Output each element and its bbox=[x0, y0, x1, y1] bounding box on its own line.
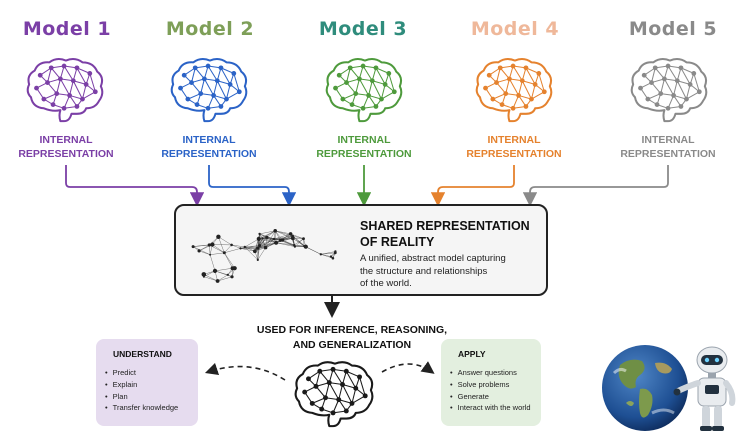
arrow-model-1 bbox=[65, 165, 205, 207]
usage-heading: USED FOR INFERENCE, REASONING, AND GENER… bbox=[256, 324, 448, 351]
shared-representation-title: SHARED REPRESENTATION OF REALITY bbox=[360, 219, 530, 249]
arrow-to-understand bbox=[204, 362, 286, 381]
robot-icon bbox=[673, 346, 736, 431]
arrow-model-4 bbox=[430, 165, 515, 207]
brain-network-icon bbox=[290, 358, 378, 428]
list-item: Solve problems bbox=[450, 379, 531, 391]
shared-representation-description: A unified, abstract model capturing the … bbox=[360, 253, 506, 289]
list-item: Plan bbox=[105, 391, 178, 403]
model-1-title: Model 1 bbox=[22, 18, 112, 40]
earth-globe-icon bbox=[602, 345, 688, 431]
apply-panel: APPLY Answer questions Solve problems Ge… bbox=[441, 339, 541, 426]
list-item: Interact with the world bbox=[450, 402, 531, 414]
list-item: Predict bbox=[105, 367, 178, 379]
list-item: Explain bbox=[105, 379, 178, 391]
model-4-title: Model 4 bbox=[470, 18, 560, 40]
model-5-title: Model 5 bbox=[628, 18, 718, 40]
apply-title: APPLY bbox=[458, 349, 486, 359]
brain-network-icon bbox=[319, 55, 409, 123]
list-item: Transfer knowledge bbox=[105, 402, 179, 414]
brain-network-icon bbox=[469, 55, 559, 123]
understand-list: Predict Explain Plan Transfer knowledge bbox=[105, 367, 179, 414]
arrow-to-apply bbox=[381, 361, 435, 374]
abstract-network-graphic bbox=[191, 229, 337, 283]
arrow-model-5 bbox=[522, 165, 669, 207]
brain-network-icon bbox=[164, 55, 254, 123]
arrow-model-2 bbox=[208, 165, 297, 207]
brain-network-icon bbox=[20, 55, 110, 123]
model-3-title: Model 3 bbox=[318, 18, 408, 40]
list-item: Answer questions bbox=[450, 367, 531, 379]
shared-representation-box: SHARED REPRESENTATION OF REALITY A unifi… bbox=[174, 204, 548, 296]
apply-list: Answer questions Solve problems Generate… bbox=[450, 367, 531, 414]
brain-network-icon bbox=[624, 55, 714, 123]
understand-panel: UNDERSTAND Predict Explain Plan Transfer… bbox=[96, 339, 198, 426]
list-item: Generate bbox=[450, 391, 531, 403]
understand-title: UNDERSTAND bbox=[113, 349, 172, 359]
model-2-title: Model 2 bbox=[165, 18, 255, 40]
